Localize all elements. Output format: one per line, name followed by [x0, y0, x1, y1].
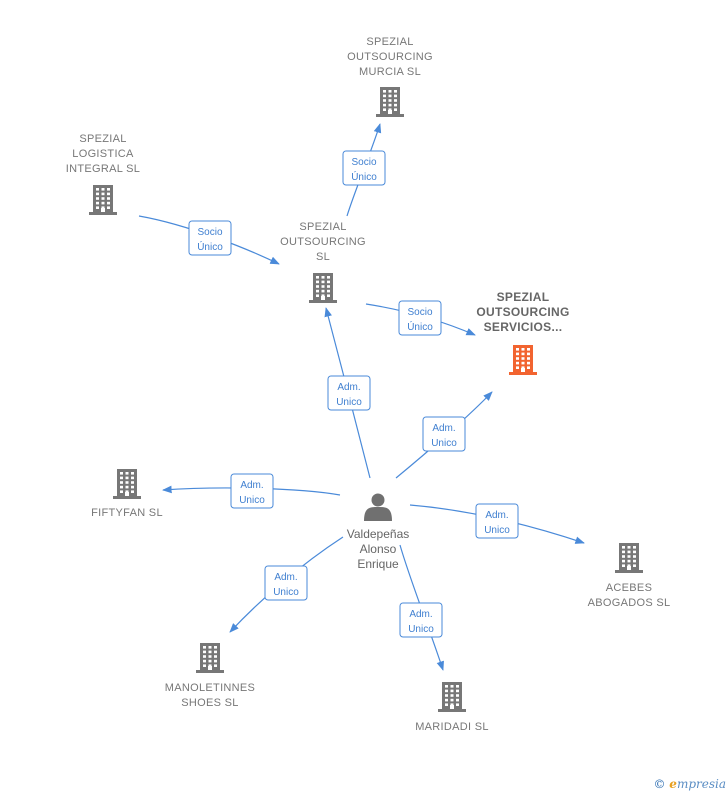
edge-person-to-outsourcing[interactable]: Adm. Unico: [324, 307, 371, 479]
edge-label-text: Unico: [408, 624, 434, 635]
edge-label-box[interactable]: [399, 602, 443, 638]
edge-label-text: Único: [407, 320, 433, 333]
empresia-logo: empresia: [669, 777, 726, 791]
node-fiftyfan[interactable]: FIFTYFAN SL: [91, 469, 163, 519]
edge-label-box[interactable]: [188, 220, 232, 256]
edge-label-text: Adm.: [274, 572, 297, 583]
copyright-symbol: ©: [653, 777, 666, 791]
building-icon[interactable]: [438, 682, 466, 712]
node-label: ABOGADOS SL: [588, 597, 671, 609]
node-label: OUTSOURCING: [347, 51, 433, 63]
edge-label-text: Socio: [407, 307, 432, 318]
node-outsourcing[interactable]: SPEZIAL OUTSOURCING SL: [280, 221, 366, 303]
edge-label-text: Adm.: [337, 382, 360, 393]
building-icon[interactable]: [113, 469, 141, 499]
node-label: LOGISTICA: [72, 148, 134, 160]
building-icon[interactable]: [89, 185, 117, 215]
edge-label-text: Unico: [484, 525, 510, 536]
edge-label-text: Único: [351, 170, 377, 183]
node-label: SPEZIAL: [366, 36, 413, 48]
node-manoletinnes[interactable]: MANOLETINNES SHOES SL: [165, 643, 255, 709]
building-icon[interactable]: [309, 273, 337, 303]
person-icon[interactable]: [364, 493, 392, 522]
edge-label-text: Socio: [197, 227, 222, 238]
building-icon[interactable]: [196, 643, 224, 673]
edge-person-to-servicios[interactable]: Adm. Unico: [395, 391, 493, 479]
edge-label-box[interactable]: [398, 300, 442, 336]
edge-label-text: Adm.: [485, 510, 508, 521]
node-logistica[interactable]: SPEZIAL LOGISTICA INTEGRAL SL: [66, 133, 140, 215]
node-label: SPEZIAL: [497, 290, 550, 304]
edge-label-text: Socio: [351, 157, 376, 168]
node-label: SPEZIAL: [299, 221, 346, 233]
node-maridadi[interactable]: MARIDADI SL: [415, 682, 489, 733]
node-label: SHOES SL: [181, 697, 238, 709]
edge-label-text: Adm.: [432, 423, 455, 434]
edge-label-box[interactable]: [342, 150, 386, 186]
node-label: MANOLETINNES: [165, 682, 255, 694]
node-label: ACEBES: [606, 582, 652, 594]
node-label: MURCIA SL: [359, 66, 421, 78]
node-label: Valdepeñas: [347, 527, 410, 541]
node-acebes[interactable]: ACEBES ABOGADOS SL: [588, 543, 671, 609]
edge-label-box[interactable]: [264, 565, 308, 601]
node-label: SL: [316, 251, 330, 263]
edge-person-to-maridadi[interactable]: Adm. Unico: [399, 544, 444, 671]
edge-label-box[interactable]: [422, 416, 466, 452]
node-label: FIFTYFAN SL: [91, 507, 163, 519]
node-label: Enrique: [357, 557, 399, 571]
footer-brand[interactable]: © empresia: [653, 777, 726, 791]
node-label: OUTSOURCING: [476, 305, 569, 319]
edge-label-box[interactable]: [230, 473, 274, 509]
node-murcia[interactable]: SPEZIAL OUTSOURCING MURCIA SL: [347, 36, 433, 117]
edge-label-text: Unico: [273, 587, 299, 598]
building-icon[interactable]: [376, 87, 404, 117]
edge-person-to-fiftyfan[interactable]: Adm. Unico: [162, 473, 341, 509]
edge-label-text: Unico: [239, 495, 265, 506]
edge-person-to-manoletinnes[interactable]: Adm. Unico: [229, 536, 344, 633]
node-label: SPEZIAL: [79, 133, 126, 145]
edge-label-text: Adm.: [409, 609, 432, 620]
node-label: Alonso: [360, 542, 397, 556]
node-label: INTEGRAL SL: [66, 163, 140, 175]
edge-label-box[interactable]: [327, 375, 371, 411]
node-servicios[interactable]: SPEZIALOUTSOURCINGSERVICIOS...: [476, 290, 569, 375]
edge-label-text: Unico: [431, 438, 457, 449]
edge-label-text: Único: [197, 240, 223, 253]
building-icon-highlighted[interactable]: [509, 345, 537, 375]
edge-label-text: Adm.: [240, 480, 263, 491]
node-label: SERVICIOS...: [484, 320, 563, 334]
node-label: OUTSOURCING: [280, 236, 366, 248]
node-label: MARIDADI SL: [415, 721, 489, 733]
building-icon[interactable]: [615, 543, 643, 573]
edge-label-text: Unico: [336, 397, 362, 408]
edge-person-to-acebes[interactable]: Adm. Unico: [409, 503, 585, 544]
edge-label-box[interactable]: [475, 503, 519, 539]
